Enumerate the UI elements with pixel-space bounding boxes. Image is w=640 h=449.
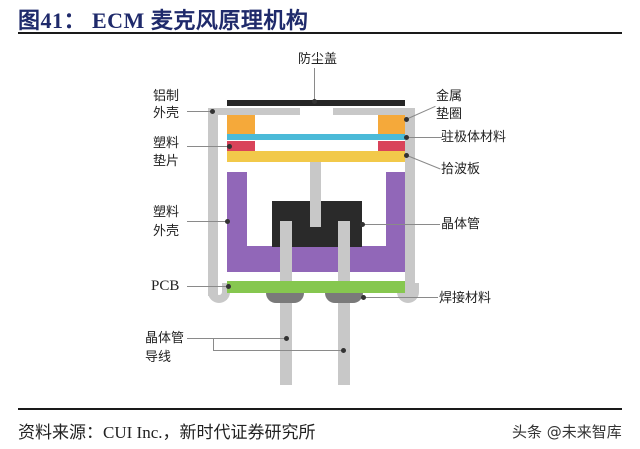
- title-rule: [18, 32, 622, 34]
- watermark: 头条 @未来智库: [512, 423, 622, 441]
- aluminum-shell-crimp-right: [397, 283, 419, 303]
- leader-lead-2: [213, 350, 343, 351]
- center-connector: [310, 162, 321, 228]
- label-solder: 焊接材料: [439, 291, 492, 306]
- aluminum-shell-right-wall: [405, 108, 415, 296]
- figure-title: 图41： ECM 麦克风原理机构: [18, 8, 309, 33]
- leader-dot: [341, 348, 346, 353]
- aluminum-shell-left-wall: [208, 108, 218, 296]
- leader-dot: [404, 153, 409, 158]
- label-plastic-shell-2: 外壳: [153, 224, 180, 239]
- aluminum-shell-crimp-left: [208, 283, 230, 303]
- leader-dot: [404, 117, 409, 122]
- label-plastic-spacer-1: 塑料: [153, 136, 180, 151]
- label-pcb: PCB: [151, 278, 180, 294]
- plastic-spacer-right: [378, 141, 405, 151]
- leader-plastic-spacer: [187, 146, 229, 147]
- label-transistor: 晶体管: [441, 217, 481, 232]
- leader-solder: [363, 297, 438, 298]
- aluminum-shell-top-right: [333, 108, 415, 115]
- leader-dot: [312, 99, 317, 104]
- leader-dot: [404, 135, 409, 140]
- transistor-lead-left: [280, 221, 292, 385]
- solder-right: [325, 293, 363, 303]
- metal-gasket-left: [227, 115, 255, 134]
- transistor-lead-right: [338, 221, 350, 385]
- label-aluminum-shell-2: 外壳: [153, 106, 180, 121]
- leader-dot: [284, 336, 289, 341]
- label-transistor-leads-2: 导线: [145, 350, 172, 365]
- leader-plastic-shell: [187, 221, 229, 222]
- electret-layer: [227, 134, 405, 140]
- label-plastic-shell-1: 塑料: [153, 205, 180, 220]
- footer-rule: [18, 408, 622, 410]
- leader-dot: [226, 284, 231, 289]
- label-plastic-spacer-2: 垫片: [153, 154, 180, 169]
- leader-aluminum-shell: [187, 111, 213, 112]
- leader-lead-branch: [213, 338, 214, 350]
- plastic-shell-bottom: [227, 246, 405, 272]
- label-aluminum-shell-1: 铝制: [153, 89, 180, 104]
- label-metal-gasket-1: 金属: [436, 89, 463, 104]
- pickup-plate: [227, 151, 405, 162]
- leader-dot: [360, 222, 365, 227]
- metal-gasket-right: [378, 115, 405, 134]
- pcb-board: [227, 281, 405, 293]
- solder-left: [266, 293, 304, 303]
- label-transistor-leads-1: 晶体管: [145, 331, 185, 346]
- label-pickup-plate: 拾波板: [441, 162, 481, 177]
- label-metal-gasket-2: 垫圈: [436, 107, 463, 122]
- leader-electret: [407, 137, 442, 138]
- label-electret: 驻极体材料: [441, 130, 507, 145]
- aluminum-shell-top-left: [208, 108, 300, 115]
- leader-dot: [227, 144, 232, 149]
- leader-transistor: [362, 224, 440, 225]
- leader-lead-1: [187, 338, 287, 339]
- plastic-spacer-left: [227, 141, 255, 151]
- transistor-center-pin: [310, 201, 321, 227]
- leader-dot: [225, 219, 230, 224]
- label-dust-cover: 防尘盖: [298, 52, 338, 67]
- leader-pcb: [187, 286, 229, 287]
- leader-dust-cover: [314, 68, 315, 102]
- source-note: 资料来源：CUI Inc.，新时代证券研究所: [18, 423, 316, 442]
- leader-dot: [361, 295, 366, 300]
- leader-dot: [210, 109, 215, 114]
